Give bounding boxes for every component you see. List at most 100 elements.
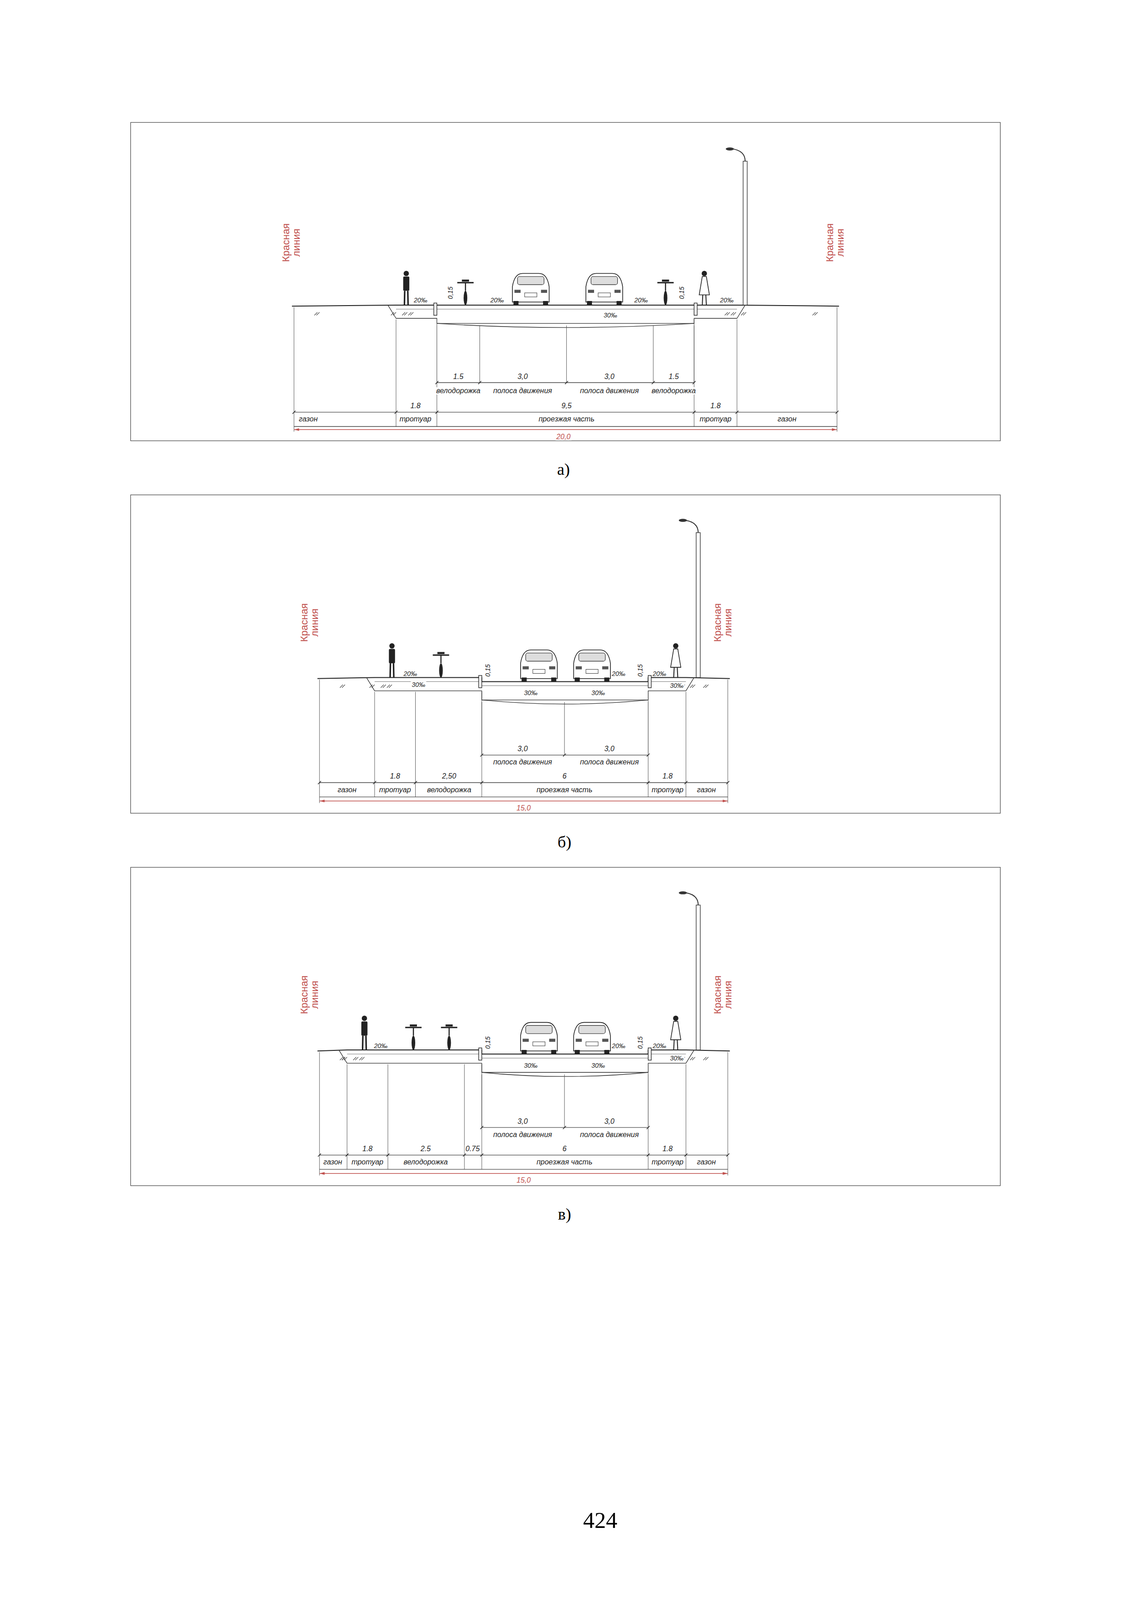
dimension-label: полоса движения [492,387,553,395]
extension-line [647,692,649,798]
soil-hatch [726,312,731,316]
lamp-arm [685,520,699,533]
soil-hatch [388,684,392,689]
dimension-label: велодорожка [650,387,697,395]
extension-line [647,1074,649,1128]
lamp-pole [696,532,701,679]
asphalt-layer [437,308,695,310]
person-body [361,1021,368,1036]
curb-height-label: 0,15 [484,663,491,678]
person-leg [389,663,392,678]
car-plate [598,292,611,298]
soil-hatch [371,684,375,689]
dimension-label: газон [322,1158,344,1167]
dimension-label: полоса движения [579,387,640,395]
extension-line [647,1064,649,1170]
overall-dimension-line [319,800,728,802]
dimension-label: 3,0 [603,745,616,753]
person-head [672,643,679,649]
car-light [602,666,609,670]
drawing-group [130,122,1001,1186]
person-leg [403,291,406,306]
curb-height-label: 0,15 [678,285,685,300]
car-wheel [586,301,592,306]
overall-dimension: 15,0 [515,804,532,813]
bike-fork [464,282,466,292]
dimension-label: проезжая часть [535,786,594,794]
car-light [575,666,582,670]
dimension-tick [318,781,322,785]
dimension-label: проезжая часть [537,415,595,423]
bike-seat [409,1024,418,1027]
car-light [549,666,556,670]
figure-caption: б) [556,834,573,851]
dimension-label: полоса движения [492,1131,553,1139]
person-leg [392,663,395,678]
pavement-structure [339,1050,695,1073]
car-window [525,653,553,662]
lamp-arm [685,893,699,906]
slope-label: 20‰ [651,670,668,678]
bike-wheel [663,291,668,306]
dimension-label: 1.8 [661,772,674,781]
person-leg [673,1040,675,1051]
curb-height-label: 0,15 [636,1036,644,1051]
slope-label: 20‰ [402,670,419,678]
car-wheel [604,1050,610,1055]
car-plate [585,1042,599,1047]
dimension-line [293,412,837,413]
dimension-label: 3,0 [516,373,529,381]
person-head [389,643,395,649]
slope-label: 30‰ [523,1062,539,1070]
sidewalk-layer [693,308,737,310]
dimension-label: 3,0 [603,1118,616,1126]
slope-label: 30‰ [590,1062,606,1070]
car-wheel [574,1050,580,1055]
person-head [403,271,410,277]
car-light [614,289,621,293]
curb-stone [478,1048,482,1061]
dimension-tick [480,1126,484,1130]
extension-line [374,692,376,798]
bike-fork [440,655,442,664]
slope-label: 30‰ [602,312,619,319]
dimension-label: газон [297,415,319,423]
dimension-label: тротуар [378,786,413,794]
car-wheel [513,301,519,306]
page-number: 424 [582,1509,619,1533]
dimension-line [319,797,728,798]
car-light [588,289,595,293]
extension-line [346,1064,348,1170]
extension-line [387,1064,389,1170]
car-light [522,1038,529,1043]
dimension-tick [480,1153,484,1158]
dimension-tick [646,753,650,757]
slope-label: 30‰ [668,1055,685,1062]
dimension-label: полоса движения [492,758,553,767]
extension-line [436,319,438,427]
car-wheel [521,1050,527,1055]
dimension-label: тротуар [398,415,433,423]
bike-wheel [438,663,443,678]
slope-label: 30‰ [590,689,606,697]
slope-label: 30‰ [523,689,539,697]
soil-hatch [392,312,397,316]
car-window [578,653,606,662]
lamp-arm [732,149,746,162]
bike-seat [437,652,445,655]
pavement-structure [387,305,746,324]
dimension-tick [835,410,839,414]
panel-frame [130,495,1001,814]
dimension-label: полоса движения [579,758,640,767]
dimension-tick [646,1153,650,1158]
person-head [361,1016,368,1022]
extension-line [319,679,320,804]
extension-line [564,702,565,756]
car-window [517,276,544,285]
dimension-label: 1.8 [661,1145,674,1153]
sidewalk-layer [374,681,482,683]
person-dress [699,276,710,295]
extension-line [481,692,482,798]
